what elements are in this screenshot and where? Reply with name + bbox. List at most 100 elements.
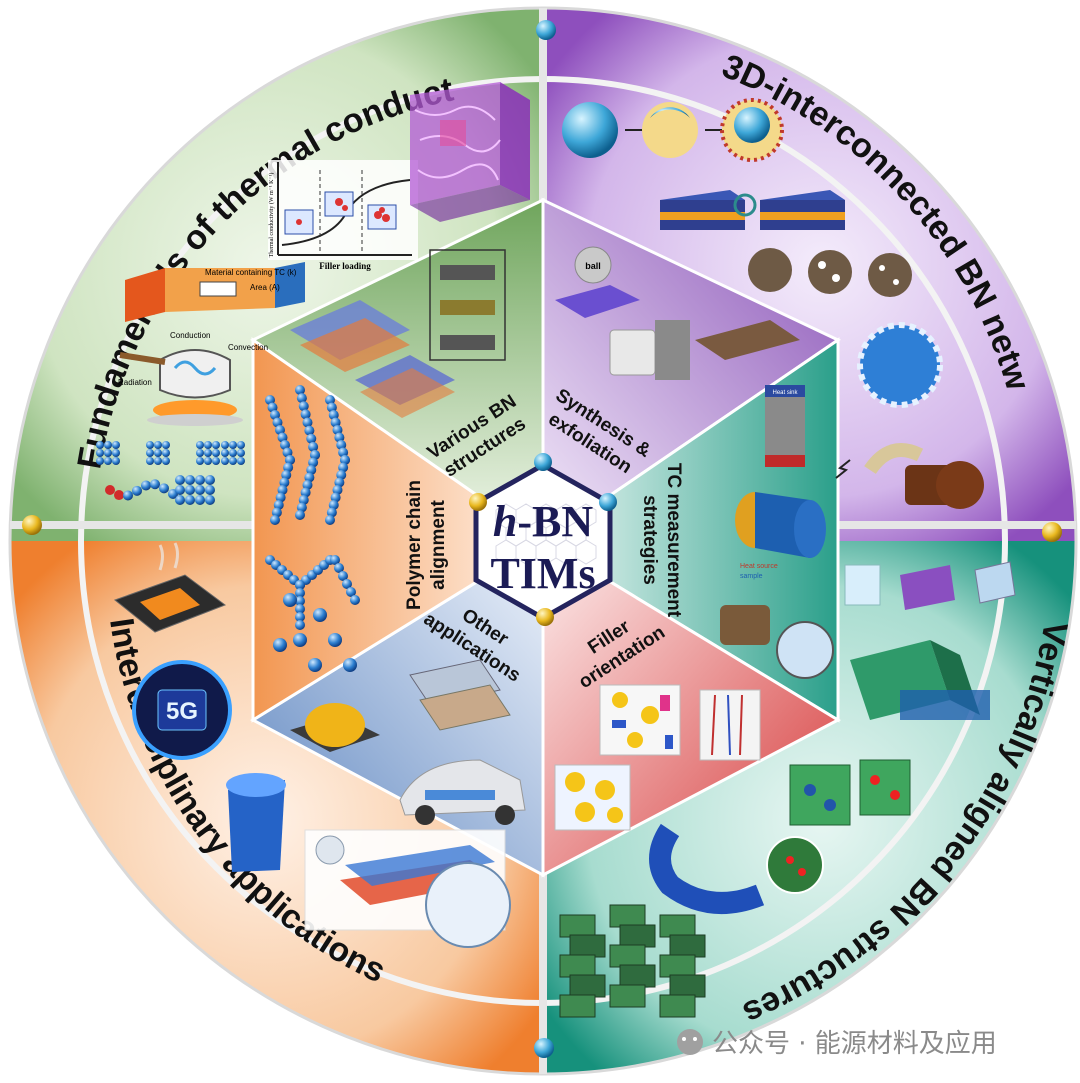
atom-bead [162, 457, 170, 465]
atom-bead [112, 457, 120, 465]
pillar-block [559, 994, 596, 1018]
atom-bead [306, 433, 317, 444]
led-package [290, 703, 380, 752]
honeycomb-pattern [495, 503, 597, 565]
connector-node [536, 608, 554, 626]
freeze-casting-steps [844, 561, 1016, 610]
atom-bead [326, 402, 337, 413]
atom-bead [212, 457, 220, 465]
atom-bead [270, 515, 280, 525]
atom-bead [330, 492, 341, 503]
pillar-block [609, 904, 646, 928]
atom-bead [229, 457, 237, 465]
watermark: 公众号 · 能源材料及应用 [677, 1029, 997, 1059]
atom-bead [273, 638, 287, 652]
cooling-fabric [304, 829, 511, 948]
pillar-structures [559, 904, 706, 1018]
atom-bead [300, 409, 311, 420]
polymer-chains [265, 385, 360, 672]
pillar-block [569, 934, 606, 958]
bn-sheet-stack [290, 300, 455, 418]
atom-bead [338, 462, 349, 473]
atom-bead [306, 465, 317, 475]
atom-bead [154, 449, 162, 457]
atom-bead [338, 571, 348, 581]
atom-bead [281, 470, 292, 480]
atom-bead [96, 441, 104, 449]
atom-bead [132, 485, 142, 496]
atom-bead [302, 417, 313, 428]
atom-bead [283, 593, 297, 607]
atom-bead [295, 604, 305, 614]
perimeter-node [22, 515, 42, 535]
chip-5g: 5G [132, 660, 232, 760]
atom-bead [104, 449, 112, 457]
atom-bead [112, 449, 120, 457]
atom-bead [298, 401, 309, 412]
battery-cylinder [226, 773, 286, 872]
heat-conduction-bar: Material containing TC (k) Area (A) [125, 262, 305, 322]
atom-bead [205, 475, 215, 485]
atom-bead [295, 385, 305, 395]
atom-bead [212, 449, 220, 457]
atom-bead [112, 441, 120, 449]
conduction-label: Conduction [170, 331, 210, 340]
chip-5g-label: 5G [166, 698, 198, 725]
atom-bead [175, 495, 185, 505]
pillar-block [569, 974, 606, 998]
pillar-block [659, 954, 696, 978]
atom-bead [195, 495, 205, 505]
atom-bead [154, 457, 162, 465]
heat-flow-meter: Heat sink [765, 385, 805, 467]
atom-bead [296, 502, 307, 513]
atom-bead [221, 449, 229, 457]
atom-bead [295, 510, 305, 520]
atom-bead [273, 500, 284, 510]
atom-bead [350, 595, 360, 605]
atom-bead [334, 477, 345, 488]
perimeter-node [536, 20, 556, 40]
composite-cube [410, 82, 530, 222]
atom-bead [330, 555, 340, 565]
electrospinning-setup [835, 443, 984, 509]
atom-bead [175, 485, 185, 495]
atom-bead [146, 457, 154, 465]
heat-source-label: Heat source [740, 563, 778, 570]
cylinder-probe [720, 605, 834, 679]
center-title-line2: TIMs [490, 549, 595, 598]
atom-bead [162, 441, 170, 449]
pillar-block [659, 914, 696, 938]
phonon-lattices [96, 441, 245, 505]
convection-label: Convection [228, 343, 268, 352]
atom-bead [302, 480, 313, 490]
atom-bead [204, 441, 212, 449]
atom-bead [313, 608, 327, 622]
sector-polymer-chain [251, 337, 546, 723]
area-label: Area (A) [250, 283, 280, 292]
atom-bead [304, 425, 315, 436]
pillar-block [659, 994, 696, 1018]
atom-bead [325, 515, 335, 525]
atom-bead [283, 462, 294, 473]
atom-bead [175, 475, 185, 485]
fiber-bundle [649, 823, 824, 914]
pillar-block [559, 914, 596, 938]
pillar-block [619, 924, 656, 948]
atom-bead [295, 588, 305, 598]
atom-bead [205, 485, 215, 495]
atom-bead [185, 485, 195, 495]
atom-bead [141, 480, 151, 491]
foam-sphere [857, 322, 943, 408]
center-badge: h-BN TIMs [469, 453, 617, 626]
radiation-label: Radiation [118, 378, 152, 387]
atom-bead [279, 477, 290, 488]
atom-bead [104, 441, 112, 449]
chart-ylabel: Thermal conductivity (W m⁻¹ K⁻¹) [268, 173, 275, 258]
green-cubes [789, 759, 911, 826]
atom-bead [204, 449, 212, 457]
pillar-block [609, 984, 646, 1008]
atom-bead [212, 441, 220, 449]
perimeter-node [534, 1038, 554, 1058]
atom-bead [205, 495, 215, 505]
